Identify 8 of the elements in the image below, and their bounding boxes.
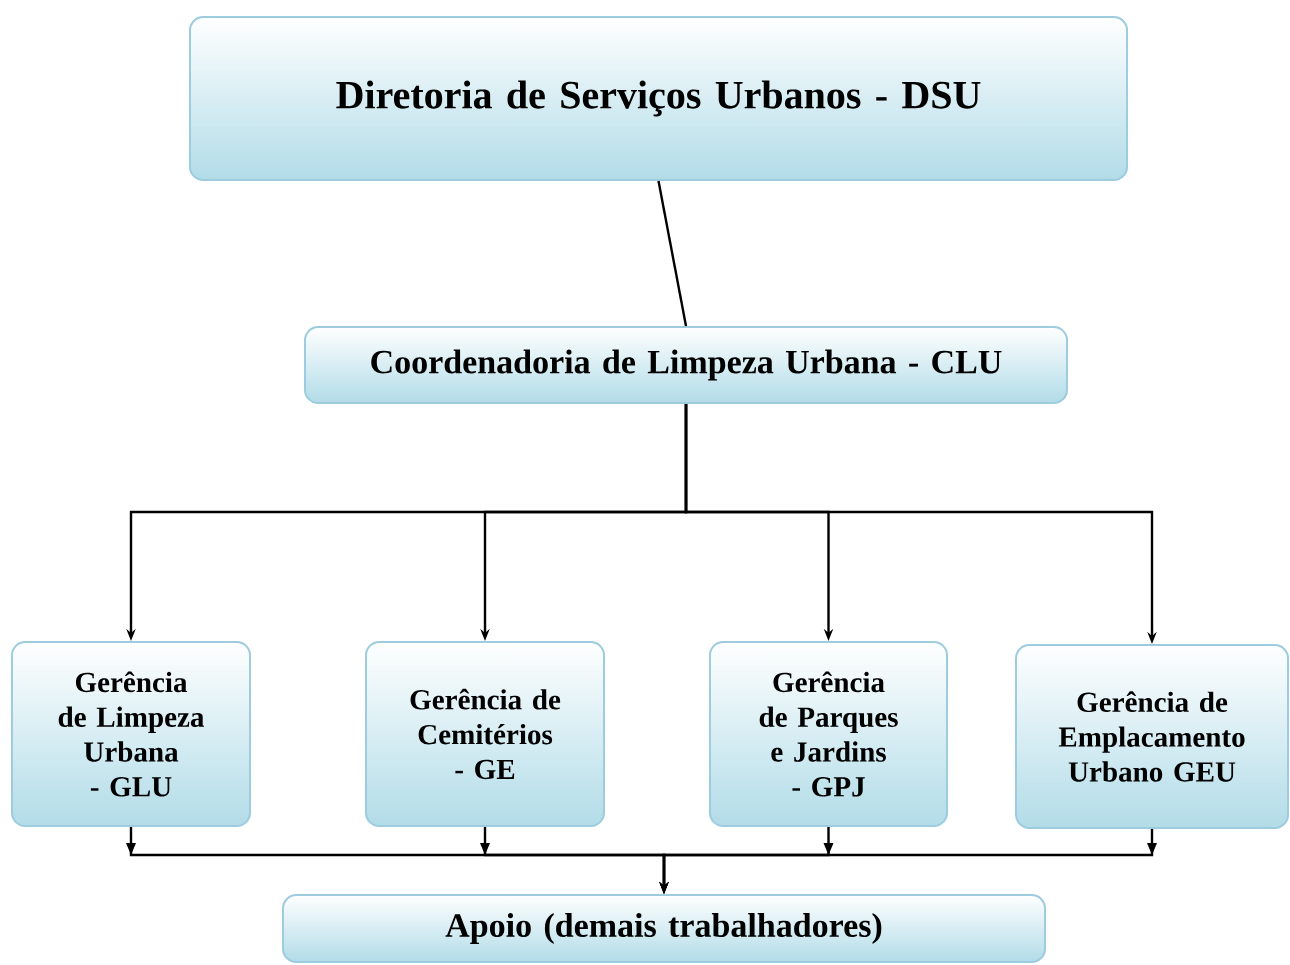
- org-box: Gerência de Limpeza Urbana - GLU: [11, 641, 251, 827]
- org-box: Apoio (demais trabalhadores): [282, 894, 1046, 963]
- org-box: Gerência de Emplacamento Urbano GEU: [1015, 644, 1289, 829]
- org-box: Gerência de Parques e Jardins - GPJ: [708, 641, 949, 827]
- org-box: Gerência de Cemitérios - GE: [365, 641, 605, 827]
- org-box: Diretoria de Serviços Urbanos - DSU: [188, 16, 1129, 181]
- org-box: Coordenadoria de Limpeza Urbana - CLU: [304, 326, 1068, 404]
- connector-line: [657, 180, 688, 327]
